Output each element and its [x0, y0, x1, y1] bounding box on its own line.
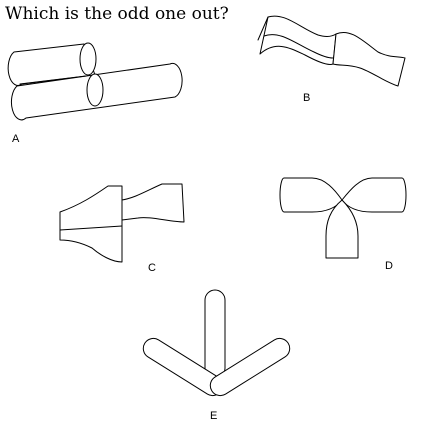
question-text: Which is the odd one out?	[5, 4, 229, 24]
option-c-shape[interactable]	[59, 183, 185, 263]
option-c-label: C	[148, 262, 156, 274]
option-b-shape[interactable]	[257, 15, 406, 87]
option-e-label: E	[210, 410, 218, 422]
option-a-shape[interactable]	[7, 42, 183, 121]
option-a-label: A	[12, 133, 20, 145]
option-d-label: D	[385, 260, 393, 272]
option-d-shape[interactable]	[279, 177, 407, 259]
option-b-label: B	[303, 92, 311, 104]
option-e-shape[interactable]	[140, 289, 294, 399]
